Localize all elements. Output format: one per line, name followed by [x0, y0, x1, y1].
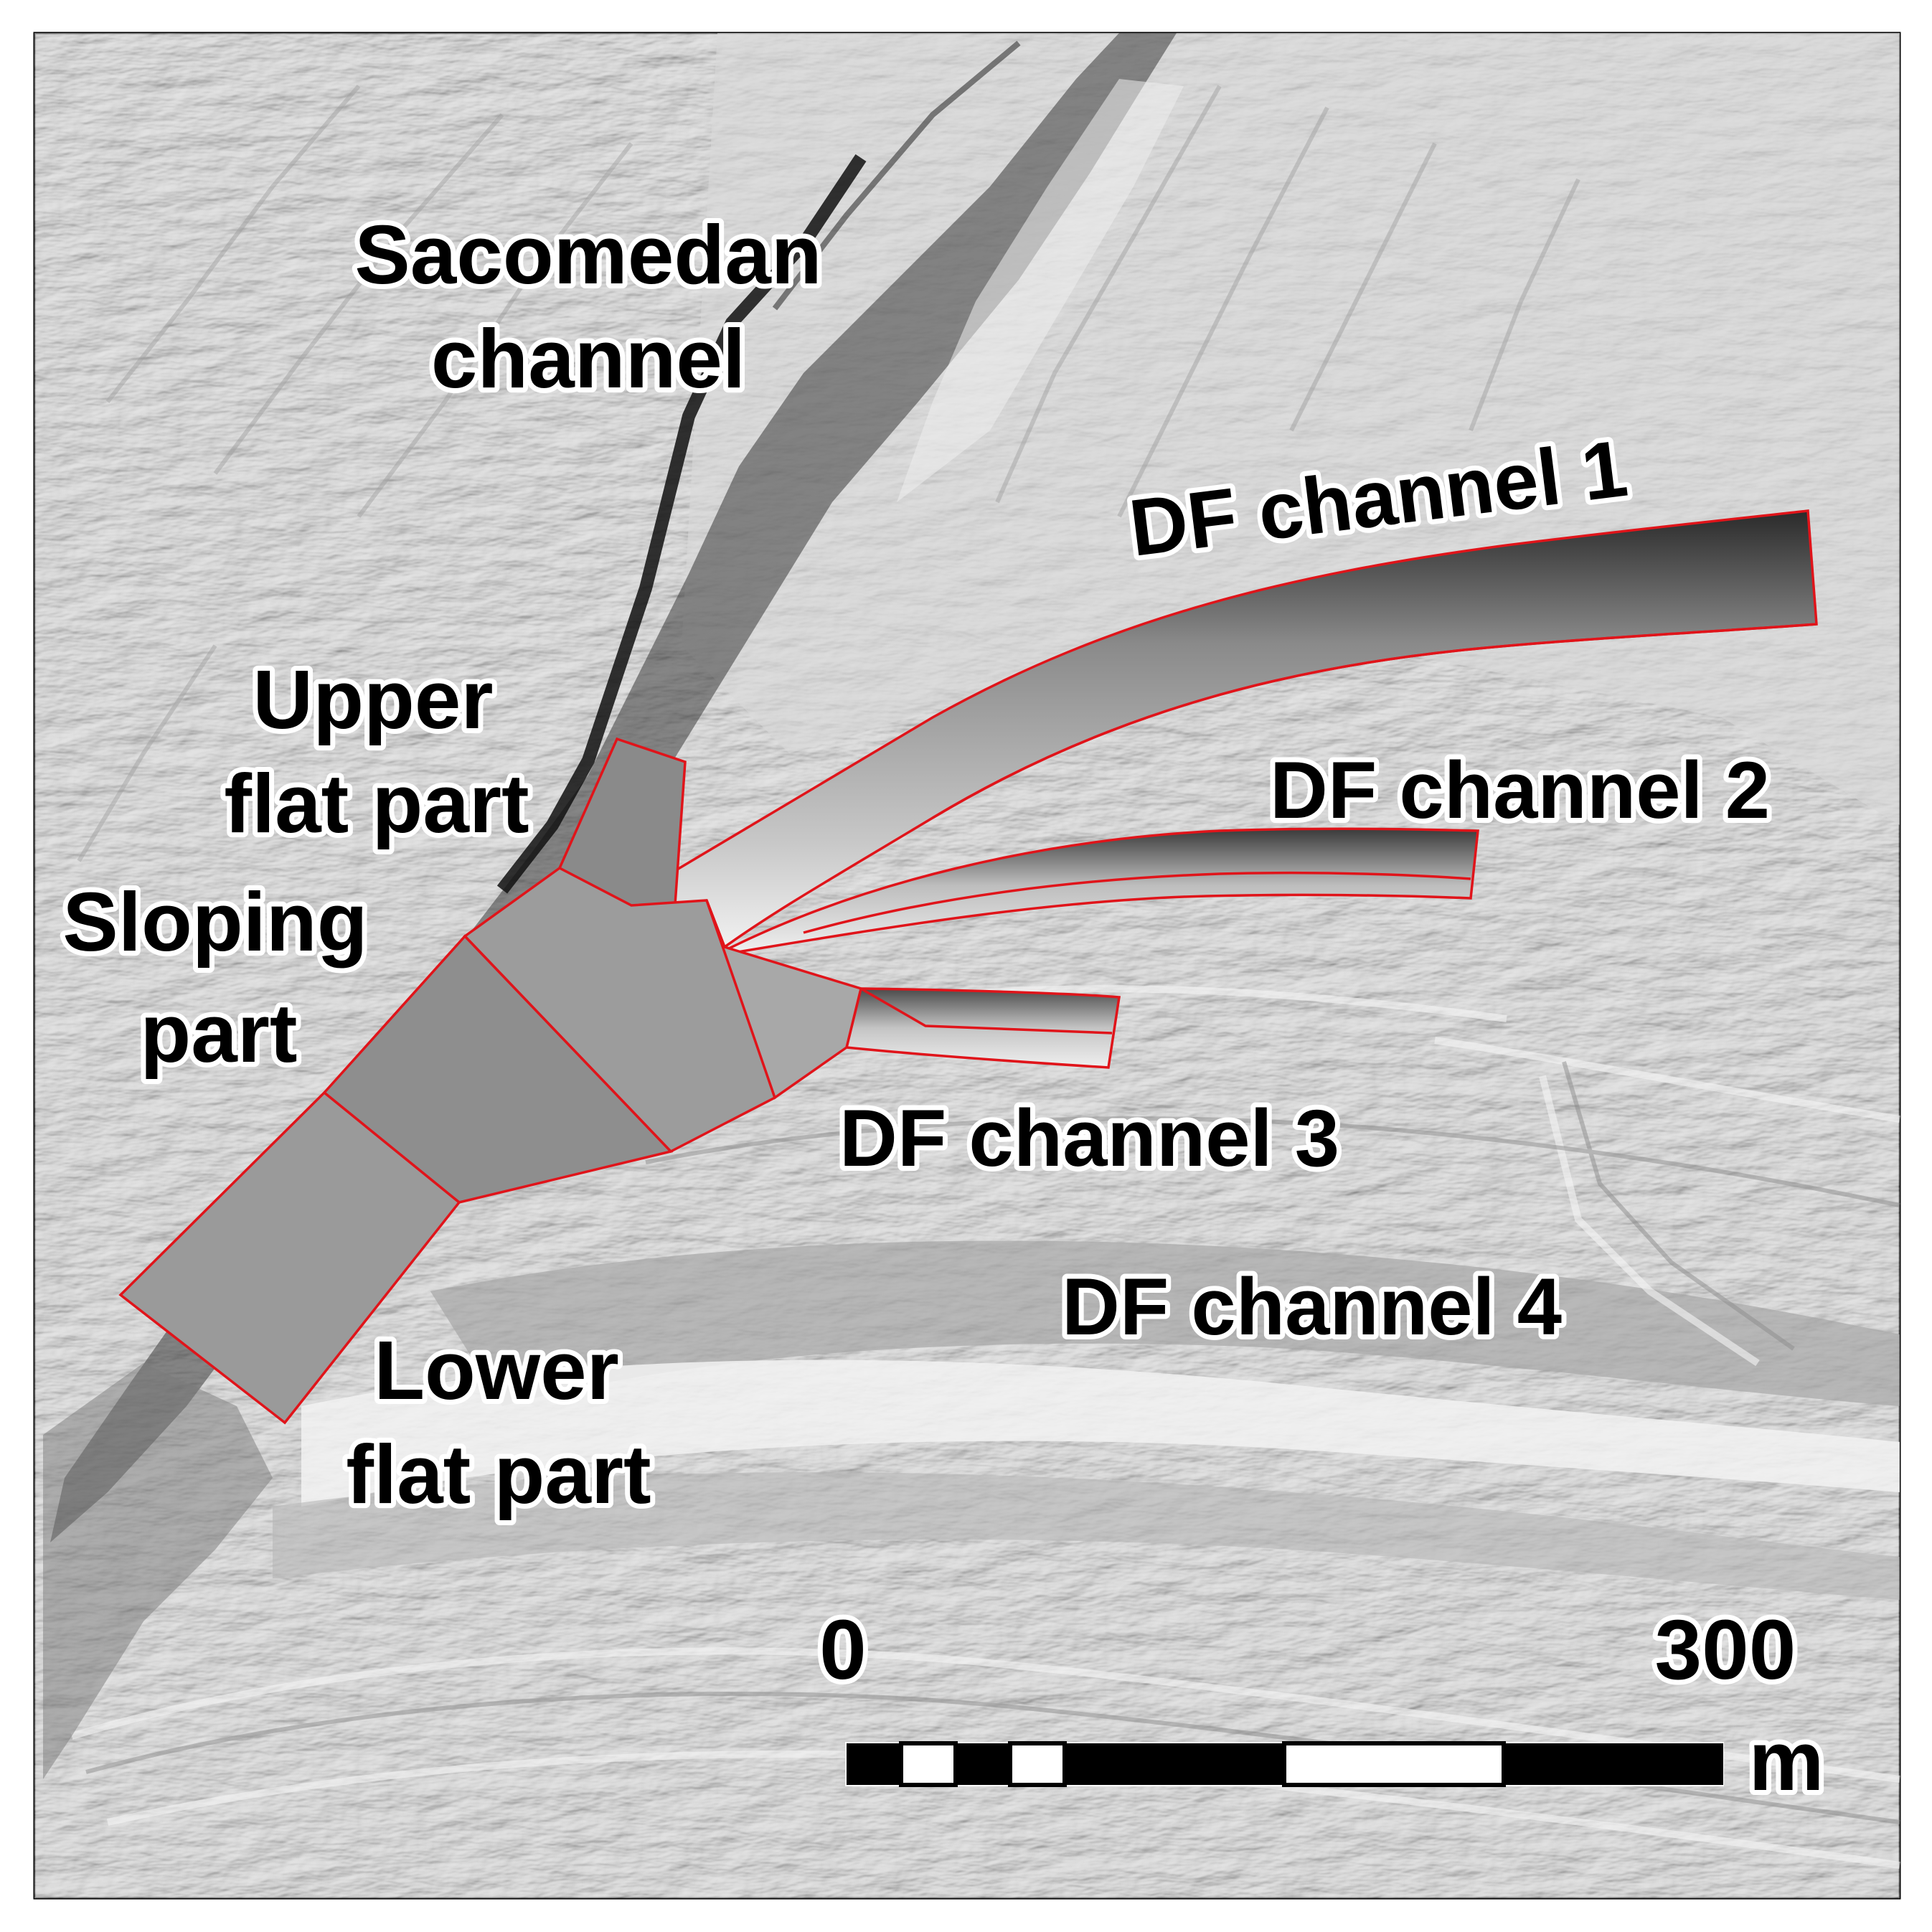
label-sacomedan-line1: Sacomedan: [354, 208, 821, 301]
lower-flat-part-polygon: [118, 1090, 461, 1425]
label-df-channel-2: DF channel 2: [1270, 745, 1770, 835]
scale-start-label: 0: [819, 1603, 867, 1697]
scale-bar: 0 300 m: [814, 1598, 1829, 1814]
label-df-channel-3: DF channel 3: [839, 1093, 1339, 1183]
label-sloping-line1: Sloping: [62, 875, 367, 969]
label-sacomedan-line2: channel: [431, 312, 745, 405]
junction-polygon: [705, 900, 863, 1100]
zone-polygons: [118, 509, 1818, 1425]
label-upper-line2: flat part: [224, 757, 529, 850]
label-lower-line1: Lower: [374, 1324, 619, 1417]
label-lower-line2: flat part: [346, 1428, 651, 1521]
label-df-channel-4: DF channel 4: [1062, 1262, 1562, 1352]
map-labels: Sacomedan channel Upper flat part Slopin…: [57, 203, 1775, 1526]
scale-unit-label: m: [1749, 1714, 1824, 1809]
label-sloping-line2: part: [140, 986, 297, 1080]
label-upper-line1: Upper: [253, 653, 493, 746]
scale-end-label: 300: [1655, 1603, 1796, 1697]
df-channel-2-polygon: [723, 827, 1479, 956]
